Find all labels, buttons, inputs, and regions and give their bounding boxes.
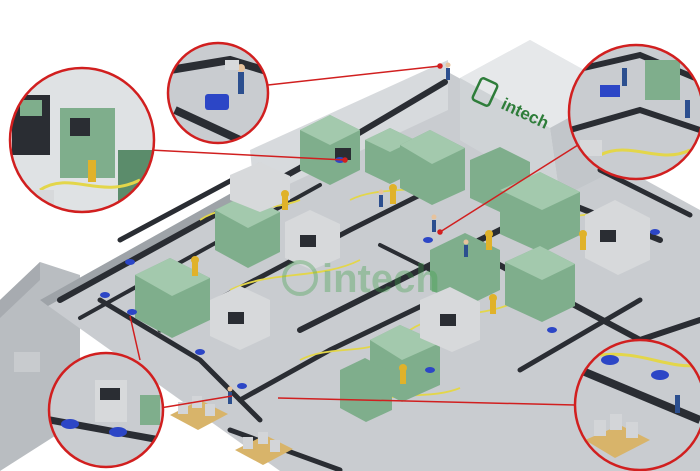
watermark: intech [282, 257, 440, 301]
cnc-machines [135, 115, 650, 422]
callout-magnifier-1 [8, 66, 156, 214]
operators [227, 62, 469, 404]
crates [170, 396, 293, 465]
callout-magnifier-4 [47, 351, 165, 469]
callout-magnifier-2 [166, 41, 270, 145]
blue-pallets [100, 157, 660, 389]
callout-magnifier-3 [567, 43, 700, 181]
callout-lines [129, 63, 579, 409]
callout-magnifier-5 [573, 338, 700, 471]
watermark-text: intech [322, 257, 440, 301]
robot-arms [191, 184, 587, 384]
